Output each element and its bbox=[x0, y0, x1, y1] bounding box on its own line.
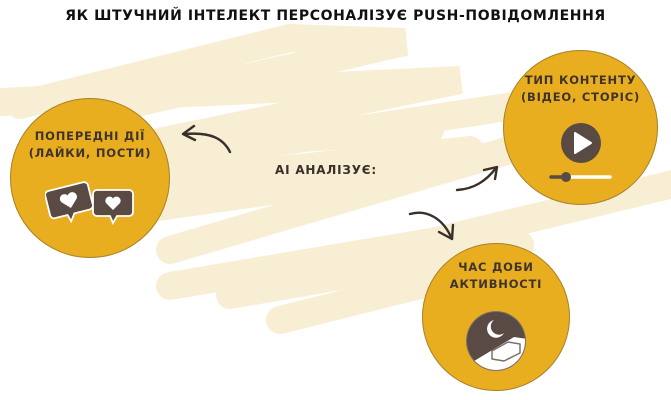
node-activity-time: ЧАС ДОБИ АКТИВНОСТІ bbox=[422, 243, 570, 391]
arrow-to-activity-time-icon bbox=[408, 211, 455, 241]
node-label-line2: АКТИВНОСТІ bbox=[449, 277, 543, 291]
node-label: ПОПЕРЕДНІ ДІЇ (ЛАЙКИ, ПОСТИ) bbox=[10, 128, 170, 162]
node-label-line2: (ВІДЕО, СТОРІС) bbox=[520, 90, 640, 104]
node-label: ТИП КОНТЕНТУ (ВІДЕО, СТОРІС) bbox=[503, 72, 658, 106]
node-label-line1: ТИП КОНТЕНТУ bbox=[524, 73, 637, 87]
node-content-type: ТИП КОНТЕНТУ (ВІДЕО, СТОРІС) bbox=[503, 50, 658, 205]
heart-chat-bubbles-icon bbox=[45, 181, 134, 226]
page-title: ЯК ШТУЧНИЙ ІНТЕЛЕКТ ПЕРСОНАЛІЗУЄ PUSH-ПО… bbox=[65, 8, 606, 24]
video-play-icon bbox=[549, 123, 612, 182]
arrow-to-content-type-icon bbox=[455, 165, 499, 192]
node-label-line1: ЧАС ДОБИ bbox=[458, 260, 534, 274]
center-label: AI АНАЛІЗУЄ: bbox=[275, 163, 377, 177]
node-previous-actions: ПОПЕРЕДНІ ДІЇ (ЛАЙКИ, ПОСТИ) bbox=[10, 98, 170, 258]
arrow-to-previous-actions-icon bbox=[181, 124, 232, 154]
node-label-line2: (ЛАЙКИ, ПОСТИ) bbox=[28, 146, 152, 160]
node-label: ЧАС ДОБИ АКТИВНОСТІ bbox=[422, 259, 570, 293]
night-sleep-icon bbox=[466, 311, 526, 371]
node-label-line1: ПОПЕРЕДНІ ДІЇ bbox=[34, 129, 146, 143]
